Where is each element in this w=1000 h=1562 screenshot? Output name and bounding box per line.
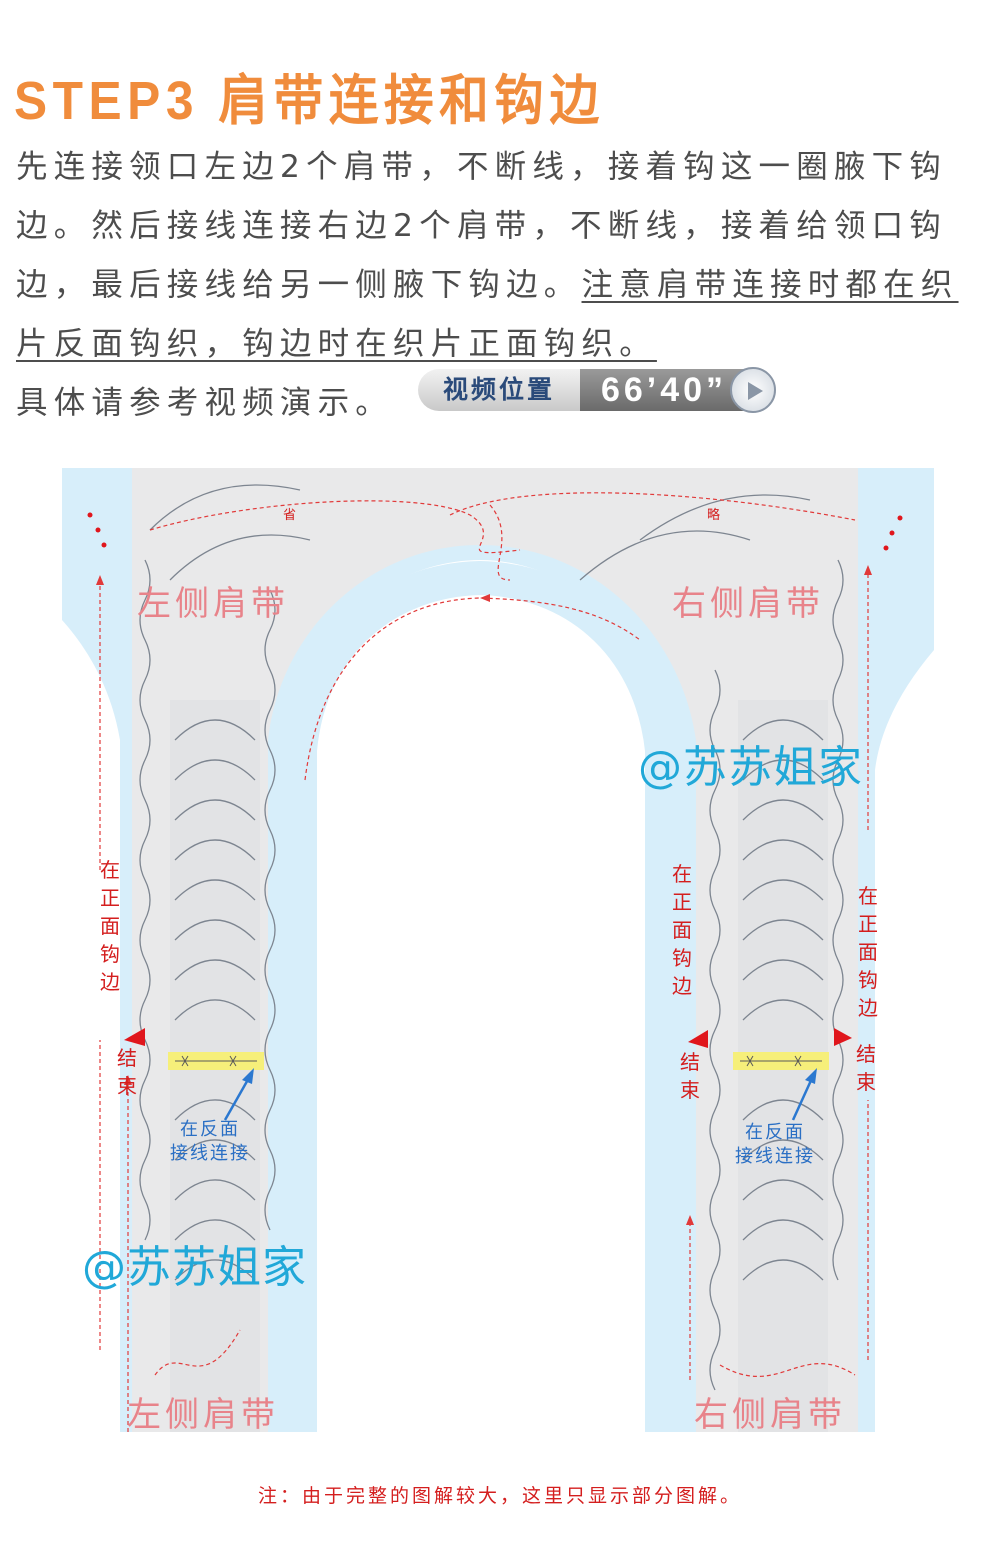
- omit-label-right: 略: [707, 508, 721, 523]
- crochet-diagram-graphic: [62, 468, 934, 1450]
- left-strap-bottom-label: 左侧肩带: [127, 1395, 279, 1435]
- watermark-left: @苏苏姐家: [82, 1242, 307, 1293]
- join-note-left: 在反面 接线连接: [170, 1118, 250, 1166]
- guide-arrowheads: [96, 565, 872, 1225]
- left-strap-top-label: 左侧肩带: [137, 584, 289, 624]
- instruction-video-hint: 具体请参考视频演示。: [16, 385, 394, 421]
- edge-note-right-outer: 在正面钩边: [858, 884, 878, 1020]
- watermark-right: @苏苏姐家: [638, 742, 863, 793]
- right-strap-bottom-label: 右侧肩带: [694, 1395, 846, 1435]
- join-note-left-line1: 在反面: [180, 1119, 240, 1140]
- join-note-left-line2: 接线连接: [170, 1143, 250, 1164]
- video-position-label: 视频位置: [418, 369, 580, 411]
- center-arch: [300, 578, 662, 1450]
- instruction-paragraph: 先连接领口左边2个肩带，不断线，接着钩这一圈腋下钩边。然后接线连接右边2个肩带，…: [16, 138, 996, 433]
- join-note-right-line2: 接线连接: [735, 1146, 815, 1167]
- stitch-pattern-right: [579, 494, 844, 1391]
- video-position-badge[interactable]: 视频位置 66’40”: [418, 367, 780, 415]
- play-icon[interactable]: [730, 367, 776, 413]
- join-note-right-line1: 在反面: [745, 1122, 805, 1143]
- end-markers: [87, 512, 903, 1048]
- video-timestamp: 66’40”: [580, 369, 748, 411]
- edge-note-right-inner: 在正面钩边: [672, 862, 692, 998]
- right-strap-top-label: 右侧肩带: [672, 584, 824, 624]
- footnote: 注：由于完整的图解较大，这里只显示部分图解。: [257, 1485, 742, 1507]
- step-title: STEP3 肩带连接和钩边: [14, 71, 605, 131]
- end-label-right-inner: 结束: [680, 1050, 700, 1102]
- crochet-diagram: 省 略 左侧肩带 右侧肩带 左侧肩带 右侧肩带 @苏苏姐家 @苏苏姐家 在正面钩…: [0, 440, 1000, 1450]
- instruction-note-underlined: 注意肩带连接时都在织片反面钩织，钩边时在织片正面钩织。: [16, 267, 959, 362]
- edge-note-left: 在正面钩边: [100, 858, 120, 994]
- stitch-pattern-left: [139, 484, 311, 1281]
- join-arrows: [223, 1068, 817, 1121]
- end-label-left: 结束: [117, 1046, 137, 1098]
- join-note-right: 在反面 接线连接: [735, 1121, 815, 1169]
- omit-label-left: 省: [283, 508, 297, 523]
- end-label-right-outer: 结束: [856, 1042, 876, 1094]
- instruction-text: 先连接领口左边2个肩带，不断线，接着钩这一圈腋下钩边。然后接线连接右边2个肩带，…: [16, 149, 948, 303]
- crochet-direction-lines: [99, 492, 869, 1432]
